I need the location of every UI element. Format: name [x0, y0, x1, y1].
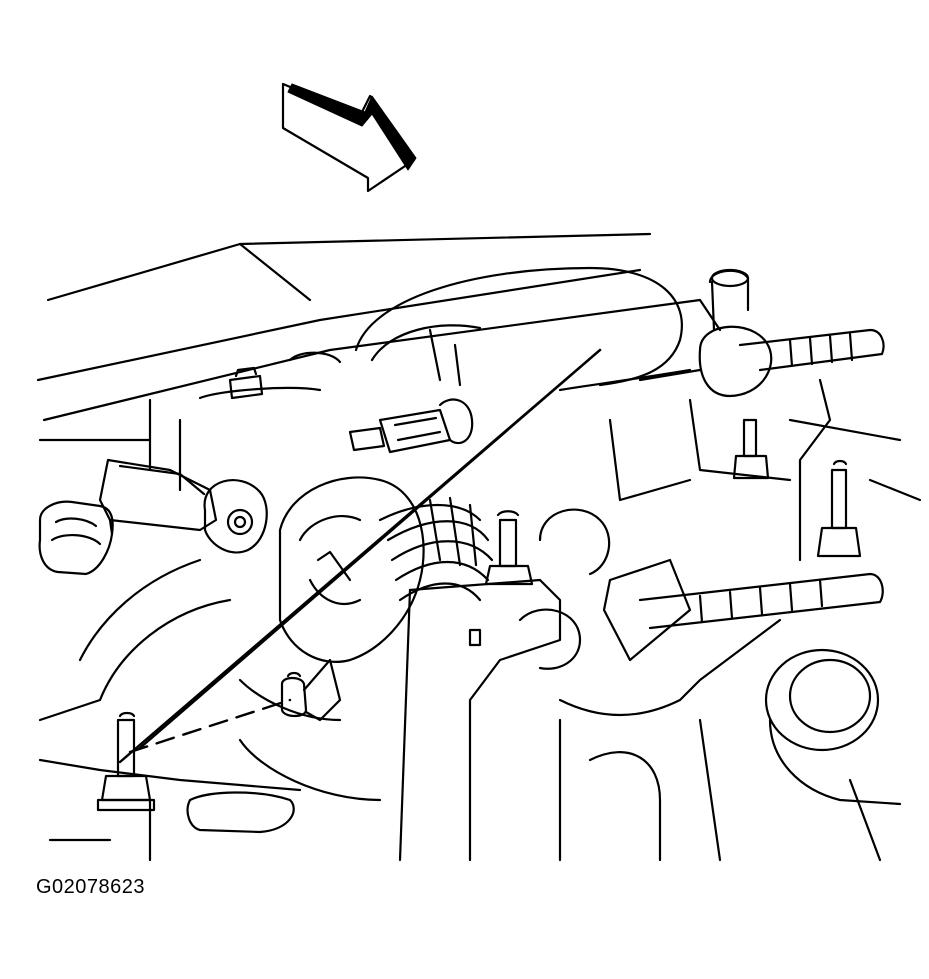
hose-lower-right	[604, 560, 883, 660]
stud-right-lower	[818, 461, 860, 556]
callout-lines	[120, 350, 600, 762]
round-boss	[540, 510, 609, 574]
figure-id-label: G02078623	[36, 876, 146, 898]
intake-plenum	[38, 234, 720, 490]
stud-center	[486, 511, 532, 584]
stud-lower-left	[98, 713, 154, 810]
mounting-bracket	[400, 580, 580, 860]
vacuum-hose-assembly	[560, 270, 884, 396]
sensor-housing	[205, 480, 267, 552]
stud-right-upper	[734, 420, 768, 478]
view-direction-arrow-icon	[283, 84, 416, 191]
electrical-connector	[40, 460, 216, 574]
manifold-lower-left	[40, 560, 380, 860]
hose-connector	[350, 400, 472, 452]
stud-nut-top-left	[200, 353, 340, 398]
throttle-body	[280, 477, 492, 661]
stud-throttle-mount	[282, 660, 340, 720]
throttle-bore	[356, 268, 682, 385]
manifold-right	[560, 380, 920, 860]
round-port-lower-right	[766, 650, 900, 804]
